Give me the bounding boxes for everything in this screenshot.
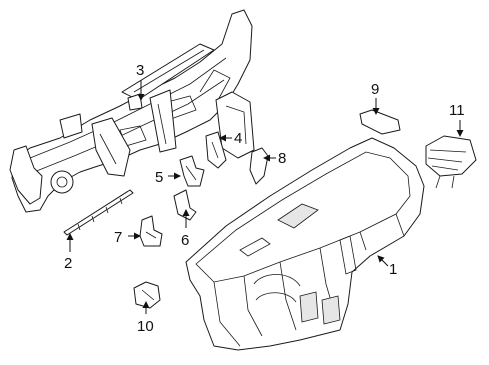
cross-car-beam xyxy=(9,9,255,213)
panel-9 xyxy=(359,109,401,135)
airbag-module-11 xyxy=(425,135,477,189)
instrument-panel xyxy=(185,137,425,351)
callout-2: 2 xyxy=(64,255,72,272)
callout-8: 8 xyxy=(278,150,286,167)
bracket-7 xyxy=(139,215,163,247)
leader-lines xyxy=(66,80,464,314)
callout-1: 1 xyxy=(389,261,397,278)
callout-labels: 3 2 7 6 5 4 8 9 11 1 10 xyxy=(64,62,465,335)
callout-9: 9 xyxy=(371,81,379,98)
bracket-8 xyxy=(249,147,269,185)
callout-5: 5 xyxy=(155,169,163,186)
callout-10: 10 xyxy=(137,318,154,335)
callout-11: 11 xyxy=(449,102,465,119)
callout-6: 6 xyxy=(181,232,189,249)
bracket-10 xyxy=(133,281,161,309)
reinforcement-strip xyxy=(63,189,134,236)
bracket-4 xyxy=(205,131,227,169)
bracket-5 xyxy=(179,155,205,187)
callout-3: 3 xyxy=(136,62,144,79)
bracket-6 xyxy=(173,189,197,221)
callout-7: 7 xyxy=(114,229,122,246)
leader-1 xyxy=(377,255,389,267)
callout-4: 4 xyxy=(234,130,242,147)
